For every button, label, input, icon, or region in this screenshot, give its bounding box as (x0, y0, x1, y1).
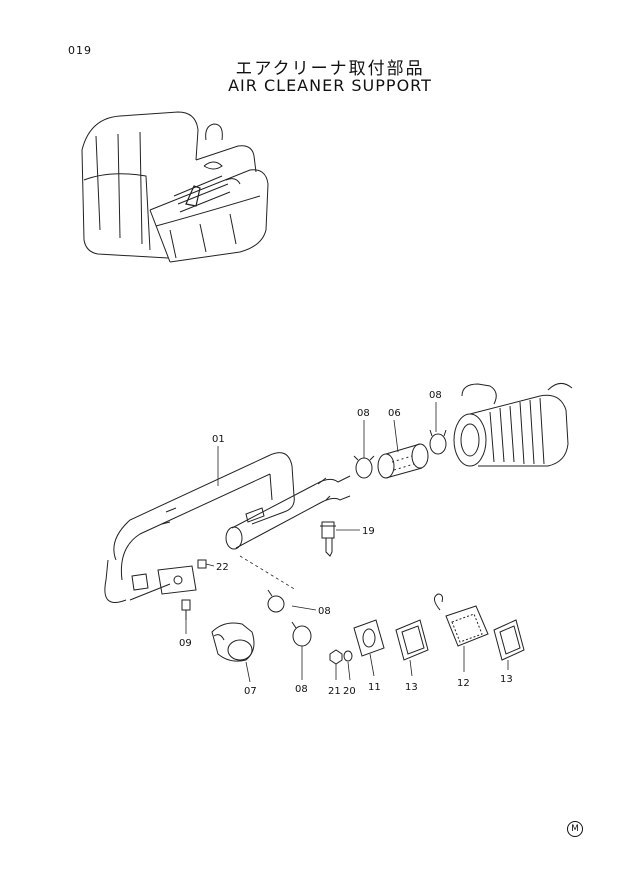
label-06: 06 (388, 408, 401, 419)
label-08-b: 08 (429, 390, 442, 401)
bracket (131, 559, 207, 595)
label-19: 19 (362, 526, 375, 537)
elbow-07 (211, 622, 255, 662)
page-number: 019 (68, 44, 92, 57)
clamp-lower-a (267, 589, 285, 613)
label-21: 21 (328, 686, 341, 697)
m-mark: M (567, 821, 583, 837)
label-01: 01 (212, 434, 225, 445)
label-08-d: 08 (295, 684, 308, 695)
label-13-b: 13 (500, 674, 513, 685)
valve-12 (434, 593, 489, 647)
bolt-09 (181, 599, 191, 620)
air-cleaner-body (453, 383, 573, 467)
title-japanese: エアクリーナ取付部品 (235, 59, 425, 79)
label-11: 11 (368, 682, 381, 693)
clamp-upper-right (429, 429, 447, 455)
label-13-a: 13 (405, 682, 418, 693)
label-09: 09 (179, 638, 192, 649)
label-12: 12 (457, 678, 470, 689)
nut-21 (329, 649, 343, 665)
title-english: AIR CLEANER SUPPORT (228, 76, 432, 95)
label-08-a: 08 (357, 408, 370, 419)
clamp-upper-left (353, 455, 375, 479)
excavator-overview (81, 111, 269, 263)
intake-pipe (104, 452, 351, 603)
leader-lines (185, 402, 509, 683)
flange-11 (353, 619, 385, 657)
label-07: 07 (244, 686, 257, 697)
label-22: 22 (216, 562, 229, 573)
callout-labels: 01 06 08 08 19 22 08 09 07 08 21 20 11 1… (179, 390, 513, 697)
gasket-left (395, 619, 429, 661)
restriction-sensor (320, 521, 336, 557)
hose-06 (377, 443, 429, 479)
gasket-right (493, 619, 525, 661)
clamp-lower-b (291, 621, 312, 647)
washer-20 (343, 650, 353, 662)
label-20: 20 (343, 686, 356, 697)
label-08-c: 08 (318, 606, 331, 617)
